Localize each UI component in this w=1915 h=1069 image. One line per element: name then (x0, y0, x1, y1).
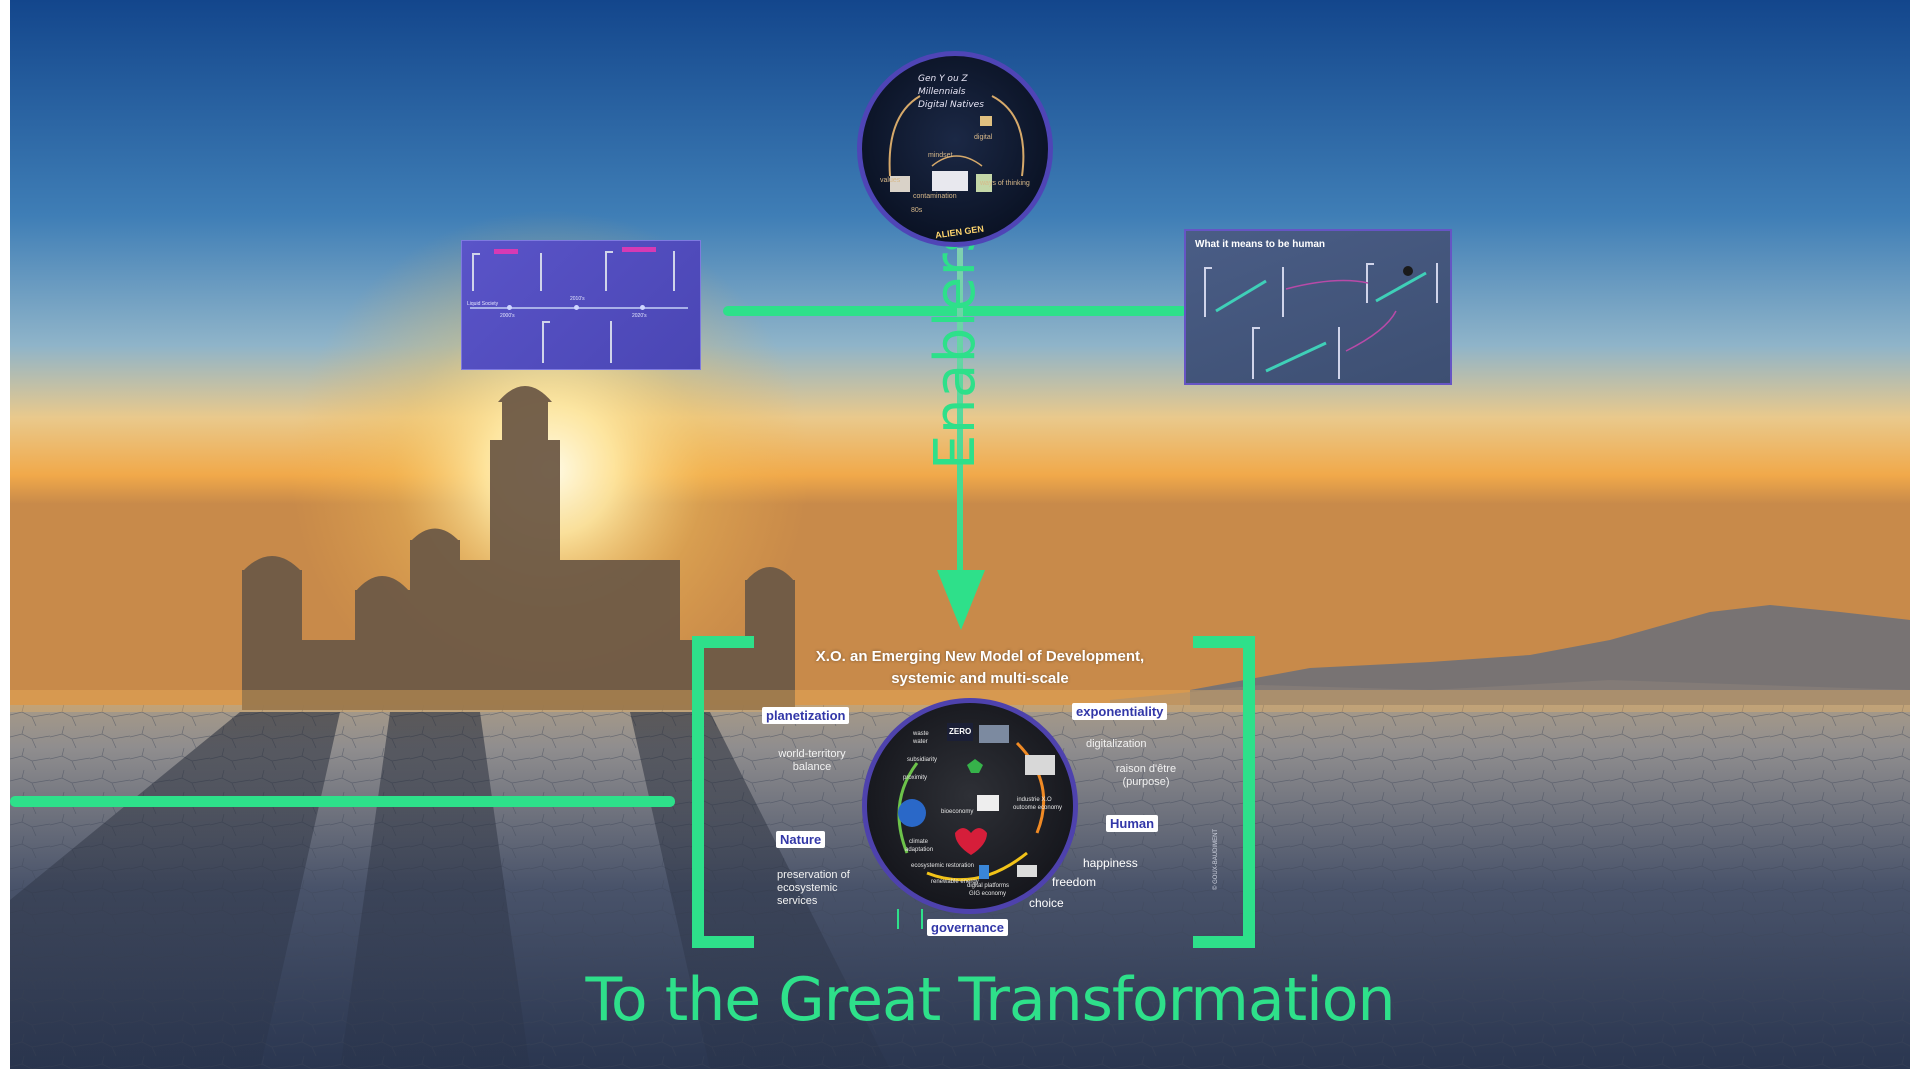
timeline-label-2000s: 2000's (500, 313, 515, 319)
timeline-label-society: Liquid Society (467, 301, 499, 307)
timeline-box (472, 253, 542, 291)
timeline-dot (640, 305, 645, 310)
exponentiality-label: exponentiality (1072, 703, 1168, 720)
gig-economy-label: GIG economy (969, 891, 1007, 897)
planetization-label: planetization (762, 707, 850, 724)
water-label: water (913, 739, 928, 745)
industrie-label: industrie X.O (1017, 797, 1052, 803)
world-territory-line-2: balance (792, 761, 832, 773)
governance-bracket (897, 909, 923, 929)
circle-line-1: Gen Y ou Z (918, 74, 968, 84)
choice-word: choice (1029, 896, 1064, 910)
adaptation-label: adaptation (905, 847, 934, 853)
prezi-canvas: Enablers Gen Y ou Z Millennials Digital … (10, 0, 1910, 1069)
raison-detre-note: raison d'être (purpose) (1106, 763, 1186, 789)
bioeconomy-label: bioeconomy (941, 809, 974, 815)
preservation-line-1: preservation of (777, 869, 850, 881)
digitalization-note: digitalization (1086, 738, 1147, 750)
timeline-tag (494, 249, 518, 254)
model-title-line-1: X.O. an Emerging New Model of Developmen… (815, 648, 1145, 665)
timeline-box (542, 321, 612, 363)
timeline-tag (622, 247, 656, 252)
timeline-label-2010s: 2010's (570, 296, 585, 302)
renewable-energy-label: renewable energy (931, 879, 979, 885)
temple-silhouette (242, 386, 795, 710)
model-title-line-2: systemic and multi-scale (891, 670, 1069, 687)
page-title: To the Great Transformation (585, 965, 1395, 1035)
connector-line-top (723, 306, 1187, 316)
zero-label: ZERO (949, 727, 972, 736)
digital-platforms-label: digital platforms (967, 883, 1010, 889)
timeline-slide-thumbnail[interactable]: Liquid Society 2000's 2010's 2020's (461, 240, 701, 370)
credit-text: © GOUX-BAUDIMENT (1213, 828, 1219, 890)
subsidiarity-label: subsidiarity (907, 757, 938, 763)
human-slide-title: What it means to be human (1195, 239, 1326, 250)
circle-line-3: Digital Natives (918, 100, 984, 110)
preservation-line-2: ecosystemic (777, 882, 838, 894)
model-title: X.O. an Emerging New Model of Developmen… (770, 646, 1190, 690)
connector-line-bottom-left (10, 796, 675, 807)
preservation-note: preservation of ecosystemic services (777, 869, 850, 908)
circle-digital: digital (974, 134, 993, 141)
connector-line-vertical (957, 248, 963, 578)
proximity-label: proximity (903, 775, 928, 781)
enablers-label: Enablers (923, 223, 988, 470)
circle-80s: 80s (911, 207, 923, 214)
circle-values: values (880, 177, 901, 184)
circle-ways-of-thinking: ways of thinking (980, 180, 1030, 187)
human-arrows (1215, 266, 1427, 373)
human-box (1204, 267, 1284, 317)
ecosystemic-restoration-label: ecosystemic restoration (911, 863, 975, 869)
raison-line-1: raison d'être (1115, 763, 1177, 775)
human-box (1252, 327, 1340, 379)
circle-mindset: mindset (928, 152, 953, 159)
alien-gen-label: ALIEN GEN (934, 223, 985, 241)
outcome-label: outcome economy (1013, 805, 1063, 811)
circle-contamination: contamination (913, 193, 957, 200)
model-circle[interactable]: ZERO waste water subsidiarity proximity … (862, 698, 1078, 914)
world-territory-note: world-territory balance (764, 748, 860, 774)
timeline-label-2020s: 2020's (632, 313, 647, 319)
preservation-line-3: services (777, 895, 818, 907)
waste-label: waste (913, 731, 929, 737)
model-cycle (897, 723, 1055, 882)
down-arrow-icon (937, 570, 985, 630)
governance-label: governance (927, 919, 1008, 936)
circle-line-2: Millennials (918, 87, 966, 97)
timeline-dot (507, 305, 512, 310)
timeline-line (470, 307, 688, 309)
human-label: Human (1106, 815, 1159, 832)
nature-label: Nature (776, 831, 826, 848)
human-slide-thumbnail[interactable]: What it means to be human (1184, 229, 1452, 385)
circle-arrows (888, 95, 1025, 192)
timeline-dot (574, 305, 579, 310)
world-territory-line-1: world-territory (778, 748, 846, 760)
model-brackets (692, 636, 1255, 948)
climate-label: climate (909, 839, 929, 845)
happiness-word: happiness (1083, 856, 1138, 870)
raison-line-2: (purpose) (1122, 776, 1170, 788)
timeline-box (605, 251, 675, 291)
freedom-word: freedom (1052, 875, 1097, 889)
gen-yz-circle[interactable]: Gen Y ou Z Millennials Digital Natives d… (857, 51, 1053, 247)
